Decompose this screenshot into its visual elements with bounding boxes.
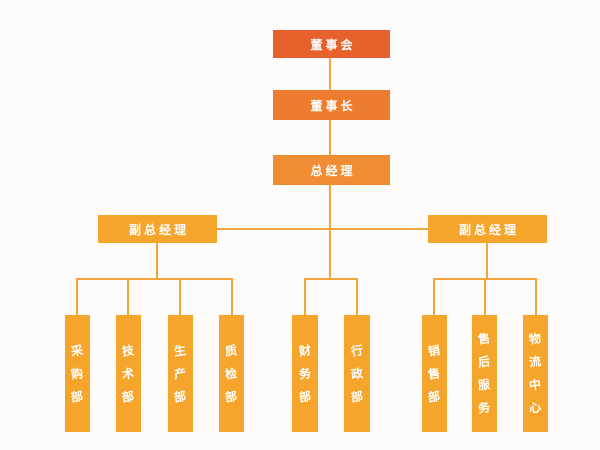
connector-deputy-left-drop	[156, 243, 158, 280]
connector-middle-stub-1	[304, 278, 306, 315]
node-dept-finance-label: 财务部	[298, 342, 312, 405]
node-dept-logistics: 物流中心	[523, 315, 548, 432]
node-deputy-gm-right: 副总经理	[428, 215, 547, 243]
connector-deputy-right-drop	[486, 243, 488, 280]
node-dept-production-label: 生产部	[173, 342, 188, 405]
node-dept-sales-label: 销售部	[427, 342, 442, 405]
node-dept-logistics-label: 物流中心	[528, 331, 543, 416]
node-dept-admin-label: 行政部	[350, 342, 364, 405]
connector-deputy-horizontal	[217, 228, 428, 230]
connector-middle-stub-2	[356, 278, 358, 315]
connector-left-branch	[76, 278, 233, 280]
connector-right-stub-3	[535, 278, 537, 315]
node-dept-aftersales: 售后服务	[472, 315, 497, 432]
node-dept-technology-label: 技术部	[121, 342, 136, 405]
connector-left-stub-1	[76, 278, 78, 315]
connector-right-stub-1	[433, 278, 435, 315]
node-chairman: 董事长	[273, 90, 390, 120]
node-general-manager: 总经理	[273, 155, 390, 185]
node-dept-sales: 销售部	[422, 315, 447, 432]
connector-left-stub-3	[179, 278, 181, 315]
connector-left-stub-4	[231, 278, 233, 315]
node-deputy-gm-right-label: 副总经理	[458, 222, 519, 237]
node-deputy-gm-left: 副总经理	[98, 215, 217, 243]
node-board-label: 董事会	[310, 37, 356, 52]
node-dept-procurement: 采购部	[65, 315, 90, 432]
connector-left-stub-2	[127, 278, 129, 315]
node-dept-admin: 行政部	[344, 315, 370, 432]
node-chairman-label: 董事长	[310, 98, 356, 113]
node-dept-quality: 质检部	[219, 315, 244, 432]
node-dept-aftersales-label: 售后服务	[477, 331, 492, 416]
connector-right-stub-2	[484, 278, 486, 315]
node-dept-production: 生产部	[168, 315, 193, 432]
node-board: 董事会	[273, 30, 390, 58]
node-dept-quality-label: 质检部	[224, 342, 239, 405]
node-dept-technology: 技术部	[116, 315, 141, 432]
node-general-manager-label: 总经理	[310, 163, 356, 178]
node-dept-procurement-label: 采购部	[70, 342, 85, 405]
node-dept-finance: 财务部	[292, 315, 318, 432]
node-deputy-gm-left-label: 副总经理	[128, 222, 189, 237]
connector-middle-branch	[304, 278, 358, 280]
